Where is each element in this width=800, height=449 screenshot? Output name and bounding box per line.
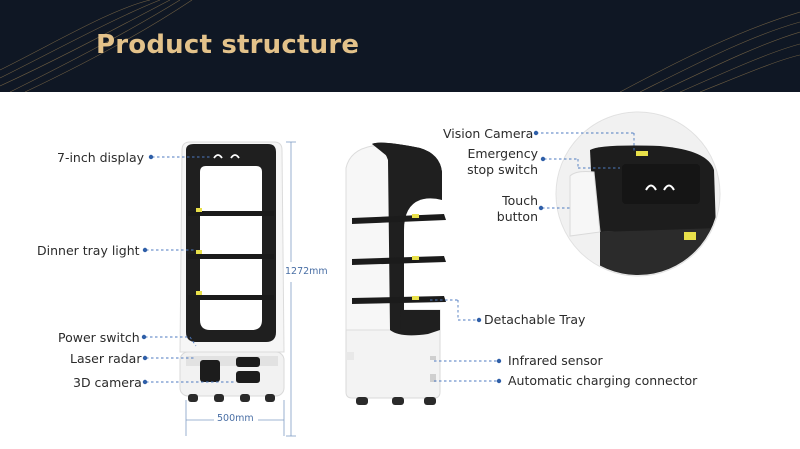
robot-front (179, 141, 285, 402)
label-power-switch: Power switch (58, 330, 140, 345)
label-laser-radar: Laser radar (70, 351, 142, 366)
label-7-inch-display: 7-inch display (57, 150, 145, 165)
page-title: Product structure (96, 30, 360, 60)
width-dimension: 500mm (217, 413, 254, 424)
label-touch-button-line2: button (496, 209, 538, 224)
label-emergency-stop-line1: Emergency (467, 146, 538, 161)
dimension-lines (185, 141, 296, 437)
label-dinner-tray-light: Dinner tray light (37, 243, 140, 258)
label-touch-button-line1: Touch (502, 193, 538, 208)
label-3d-camera: 3D camera (73, 375, 142, 390)
label-infrared-sensor: Infrared sensor (508, 353, 603, 368)
height-dimension: 1272mm (285, 266, 328, 277)
label-charging-connector: Automatic charging connector (508, 373, 698, 388)
label-detachable-tray: Detachable Tray (484, 312, 586, 327)
3d-camera-window (236, 357, 260, 367)
robot-side (345, 142, 446, 405)
label-emergency-stop-line2: stop switch (467, 162, 538, 177)
leader-dots (141, 130, 546, 385)
detail-zoom-circle (555, 111, 721, 277)
label-vision-camera: Vision Camera (443, 126, 534, 141)
leader-lines (145, 132, 635, 383)
gold-wave-decoration (0, 0, 800, 92)
laser-radar-window (200, 360, 220, 382)
header-banner: Product structure (0, 0, 800, 92)
